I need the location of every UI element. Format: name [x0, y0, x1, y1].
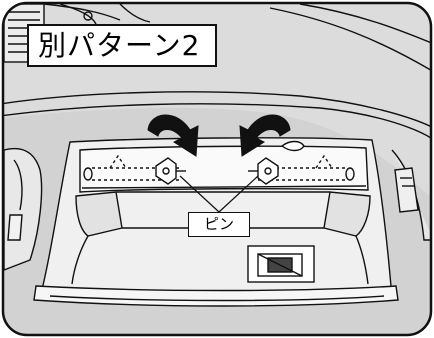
curved-arrow-icon: [147, 114, 199, 157]
pin-icon: [248, 157, 279, 185]
pin-icon: [155, 157, 186, 185]
pin-label: ピン: [188, 212, 250, 237]
figure-title: 別パターン2: [27, 24, 217, 67]
curved-arrow-icon: [239, 114, 291, 157]
